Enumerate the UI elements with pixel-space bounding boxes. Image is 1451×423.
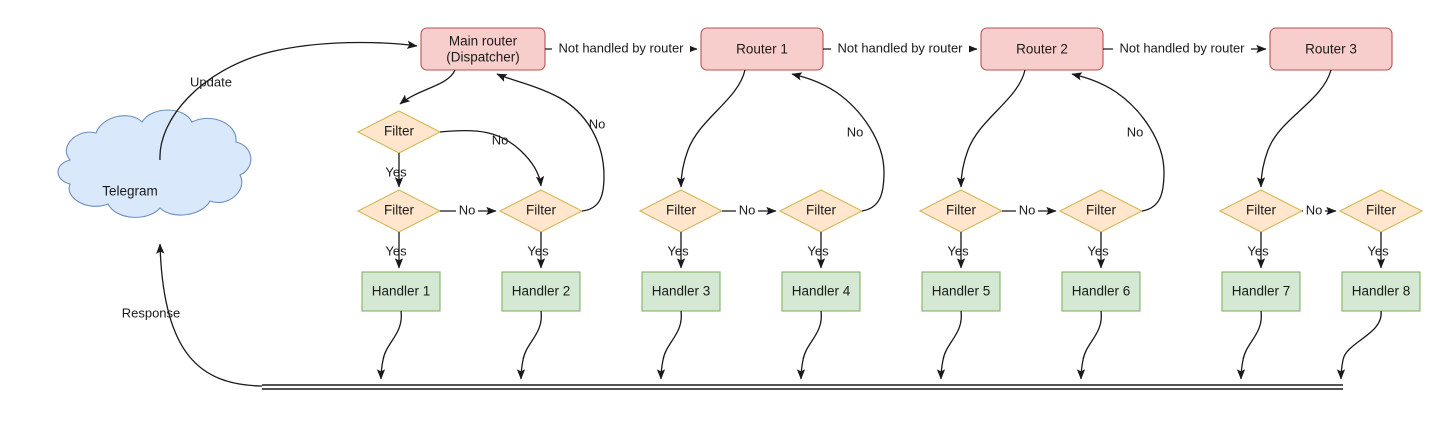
yes-label-7: Yes (1247, 243, 1269, 258)
edge-handler3-to-merge (656, 310, 682, 380)
filter-6-diamond[interactable] (1058, 189, 1144, 233)
not-handled-3-bg (1113, 41, 1251, 57)
handler-6-box[interactable] (1061, 271, 1141, 312)
response-label: Response (122, 305, 181, 320)
filter-8-diamond[interactable] (1338, 189, 1424, 233)
handler-1-box[interactable] (361, 271, 441, 312)
router-1-box[interactable] (700, 27, 824, 71)
filter-3-diamond[interactable] (638, 189, 724, 233)
handler-7-node[interactable]: Handler 7 (1221, 271, 1301, 312)
handler-8-node[interactable]: Handler 8 (1341, 271, 1421, 312)
handler-4-box[interactable] (781, 271, 861, 312)
edge-handler6-to-merge (1076, 310, 1102, 380)
handler-4-node[interactable]: Handler 4 (781, 271, 861, 312)
filter-4-diamond[interactable] (778, 189, 864, 233)
handler-2-box[interactable] (501, 271, 581, 312)
handler-3-node[interactable]: Handler 3 (641, 271, 721, 312)
filter-top-1-node[interactable]: Filter (356, 110, 442, 154)
telegram-cloud-node: Telegram (57, 109, 252, 218)
update-label: Update (190, 74, 232, 89)
no-g1-mid-bg (456, 203, 478, 219)
filter-5-diamond[interactable] (918, 189, 1004, 233)
handler-6-node[interactable]: Handler 6 (1061, 271, 1141, 312)
not-handled-1-bg (552, 41, 690, 57)
edge-handler7-to-merge (1236, 310, 1262, 380)
edge-mainrouter-to-filter-top (399, 69, 456, 105)
handler-3-box[interactable] (641, 271, 721, 312)
edge-handler5-to-merge (936, 310, 962, 380)
yes-label-6: Yes (1087, 243, 1109, 258)
yes-label-4: Yes (807, 243, 829, 258)
yes-label-5: Yes (947, 243, 969, 258)
handler-5-box[interactable] (921, 271, 1001, 312)
edge-filter4-no-to-router1 (791, 72, 885, 212)
edge-router3-to-filter7 (1256, 69, 1332, 188)
yes-label-1: Yes (385, 243, 407, 258)
handler-7-box[interactable] (1221, 271, 1301, 312)
filter-1-diamond[interactable] (356, 189, 442, 233)
merge-bar (262, 384, 1343, 390)
filter-7-node[interactable]: Filter (1218, 189, 1304, 233)
edge-response (156, 243, 263, 387)
yes-label-2: Yes (527, 243, 549, 258)
no-label-g3-back: No (1127, 124, 1144, 139)
router-2-box[interactable] (980, 27, 1104, 71)
edge-update (159, 40, 418, 161)
filter-5-node[interactable]: Filter (918, 189, 1004, 233)
filter-top-1-diamond[interactable] (356, 110, 442, 154)
edge-router1-to-filter3 (676, 69, 746, 188)
handler-8-box[interactable] (1341, 271, 1421, 312)
handler-1-node[interactable]: Handler 1 (361, 271, 441, 312)
router-2-node[interactable]: Router 2 (980, 27, 1104, 71)
yes-label-top-1: Yes (385, 164, 407, 179)
not-handled-2-bg (831, 41, 969, 57)
no-label-g2-back: No (847, 124, 864, 139)
handler-2-node[interactable]: Handler 2 (501, 271, 581, 312)
filter-4-node[interactable]: Filter (778, 189, 864, 233)
filter-1-node[interactable]: Filter (356, 189, 442, 233)
router-1-node[interactable]: Router 1 (700, 27, 824, 71)
cloud-icon (57, 109, 252, 218)
filter-2-diamond[interactable] (498, 189, 584, 233)
no-g3-mid-bg (1016, 203, 1038, 219)
edge-filter2-no-to-mainrouter (496, 73, 605, 212)
router-3-node[interactable]: Router 3 (1269, 27, 1393, 71)
edge-handler1-to-merge (376, 310, 402, 380)
filter-6-node[interactable]: Filter (1058, 189, 1144, 233)
edge-router2-to-filter5 (956, 69, 1026, 188)
router-3-box[interactable] (1269, 27, 1393, 71)
no-g4-mid-bg (1303, 203, 1325, 219)
edge-handler2-to-merge (516, 310, 542, 380)
filter-8-node[interactable]: Filter (1338, 189, 1424, 233)
yes-label-3: Yes (667, 243, 689, 258)
main-router-box[interactable] (420, 27, 546, 71)
handler-5-node[interactable]: Handler 5 (921, 271, 1001, 312)
filter-3-node[interactable]: Filter (638, 189, 724, 233)
edge-handler4-to-merge (796, 310, 822, 380)
no-g2-mid-bg (736, 203, 758, 219)
edge-handler8-to-merge (1336, 310, 1382, 380)
edge-filter6-no-to-router2 (1071, 72, 1165, 212)
edge-filter-top-no (439, 129, 545, 187)
main-router-node[interactable]: Main router (Dispatcher) (420, 27, 546, 71)
yes-label-8: Yes (1367, 243, 1389, 258)
filter-7-diamond[interactable] (1218, 189, 1304, 233)
filter-2-node[interactable]: Filter (498, 189, 584, 233)
